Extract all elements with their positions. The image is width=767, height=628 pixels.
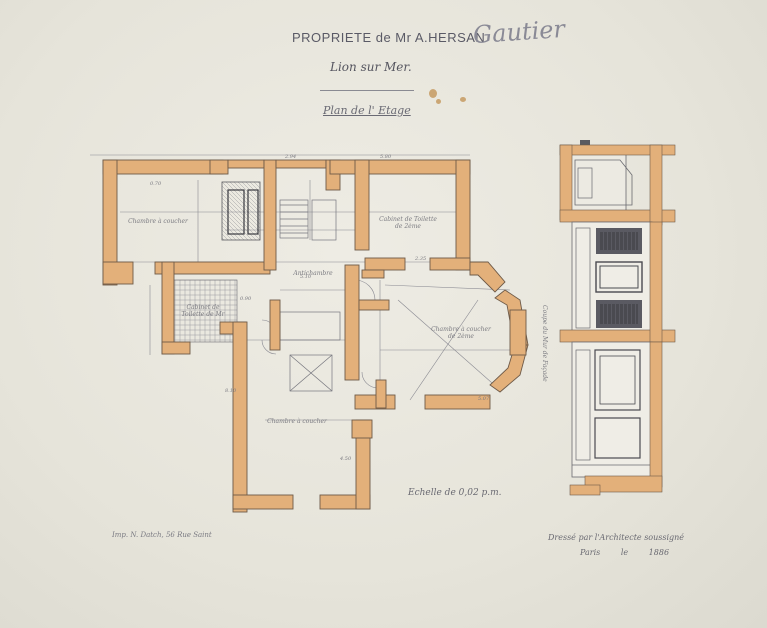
svg-text:4.50: 4.50 bbox=[339, 456, 352, 462]
room-label: Chambre à coucher bbox=[267, 418, 327, 425]
svg-text:0.90: 0.90 bbox=[240, 296, 252, 302]
stain-mark bbox=[436, 99, 441, 104]
room-label: Cabinet de Toilette de Mr bbox=[181, 304, 225, 318]
svg-text:2.94: 2.94 bbox=[284, 154, 296, 160]
architect-signature: Dressé par l'Architecte soussigné bbox=[548, 533, 685, 542]
dimension-labels: 0.70 2.94 5.80 0.90 5.10 2.35 8.10 4.50 … bbox=[150, 154, 490, 462]
stain-mark bbox=[460, 97, 466, 102]
plan-title: Plan de l' Etage bbox=[323, 104, 411, 117]
year-label: 1886 bbox=[648, 548, 670, 557]
room-label: Antichambre bbox=[293, 270, 333, 277]
location-label: Lion sur Mer. bbox=[330, 60, 412, 74]
room-label: Chambre à coucher bbox=[128, 218, 188, 225]
printer-credit: Imp. N. Datch, 56 Rue Saint bbox=[112, 531, 212, 539]
stair-blocks bbox=[279, 199, 341, 392]
svg-text:8.10: 8.10 bbox=[225, 388, 237, 394]
drawing-title: PROPRIETE de Mr A.HERSAN bbox=[292, 30, 486, 45]
svg-text:0.70: 0.70 bbox=[150, 181, 162, 187]
side-elevation-drawing bbox=[559, 140, 676, 496]
stain-mark bbox=[429, 89, 437, 98]
room-label: Chambre à coucher de 2ème bbox=[431, 326, 491, 340]
place-label: Paris le bbox=[580, 548, 629, 557]
date-line: Paris le 1886 bbox=[580, 548, 669, 557]
title-rule bbox=[320, 90, 414, 91]
svg-text:2.35: 2.35 bbox=[414, 256, 426, 262]
scale-note: Echelle de 0,02 p.m. bbox=[408, 488, 502, 498]
room-label: Cabinet de Toilette de 2ème bbox=[379, 216, 437, 230]
svg-text:5.07: 5.07 bbox=[478, 396, 490, 402]
svg-text:5.10: 5.10 bbox=[300, 274, 312, 280]
svg-text:5.80: 5.80 bbox=[380, 154, 392, 160]
side-elevation-label: Coupe du Mur de Façade bbox=[541, 305, 548, 382]
floor-plan-walls bbox=[102, 159, 529, 513]
